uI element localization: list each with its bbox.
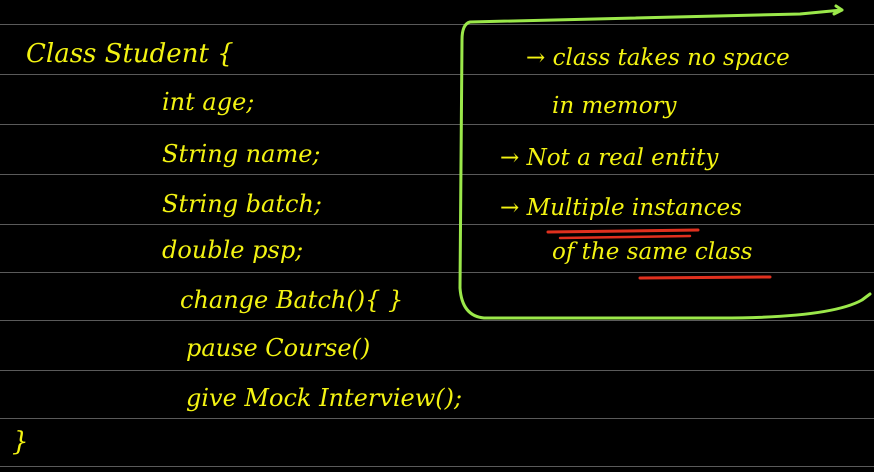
method-give-mock-interview: give Mock Interview(); bbox=[186, 384, 463, 412]
rule-line bbox=[0, 74, 874, 75]
rule-line bbox=[0, 224, 874, 225]
field-name: String name; bbox=[162, 140, 321, 168]
field-batch: String batch; bbox=[162, 190, 322, 218]
rule-line bbox=[0, 24, 874, 25]
rule-line bbox=[0, 466, 874, 467]
note-same-class: of the same class bbox=[552, 239, 753, 265]
class-declaration: Class Student { bbox=[26, 39, 234, 69]
underline-same-class bbox=[638, 275, 772, 280]
method-pause-course: pause Course() bbox=[186, 334, 371, 362]
rule-line bbox=[0, 174, 874, 175]
field-age: int age; bbox=[162, 88, 255, 116]
note-in-memory: in memory bbox=[552, 93, 677, 119]
rule-line bbox=[0, 124, 874, 125]
note-not-real-entity: → Not a real entity bbox=[500, 145, 719, 171]
underline-multiple-instances bbox=[546, 228, 700, 234]
rule-line bbox=[0, 272, 874, 273]
method-change-batch: change Batch(){ } bbox=[180, 286, 404, 314]
field-psp: double psp; bbox=[162, 236, 304, 264]
note-multiple-instances: → Multiple instances bbox=[500, 195, 742, 221]
note-no-space: → class takes no space bbox=[526, 45, 790, 71]
rule-line bbox=[0, 320, 874, 321]
rule-line bbox=[0, 418, 874, 419]
rule-line bbox=[0, 370, 874, 371]
closing-brace: } bbox=[12, 427, 29, 457]
